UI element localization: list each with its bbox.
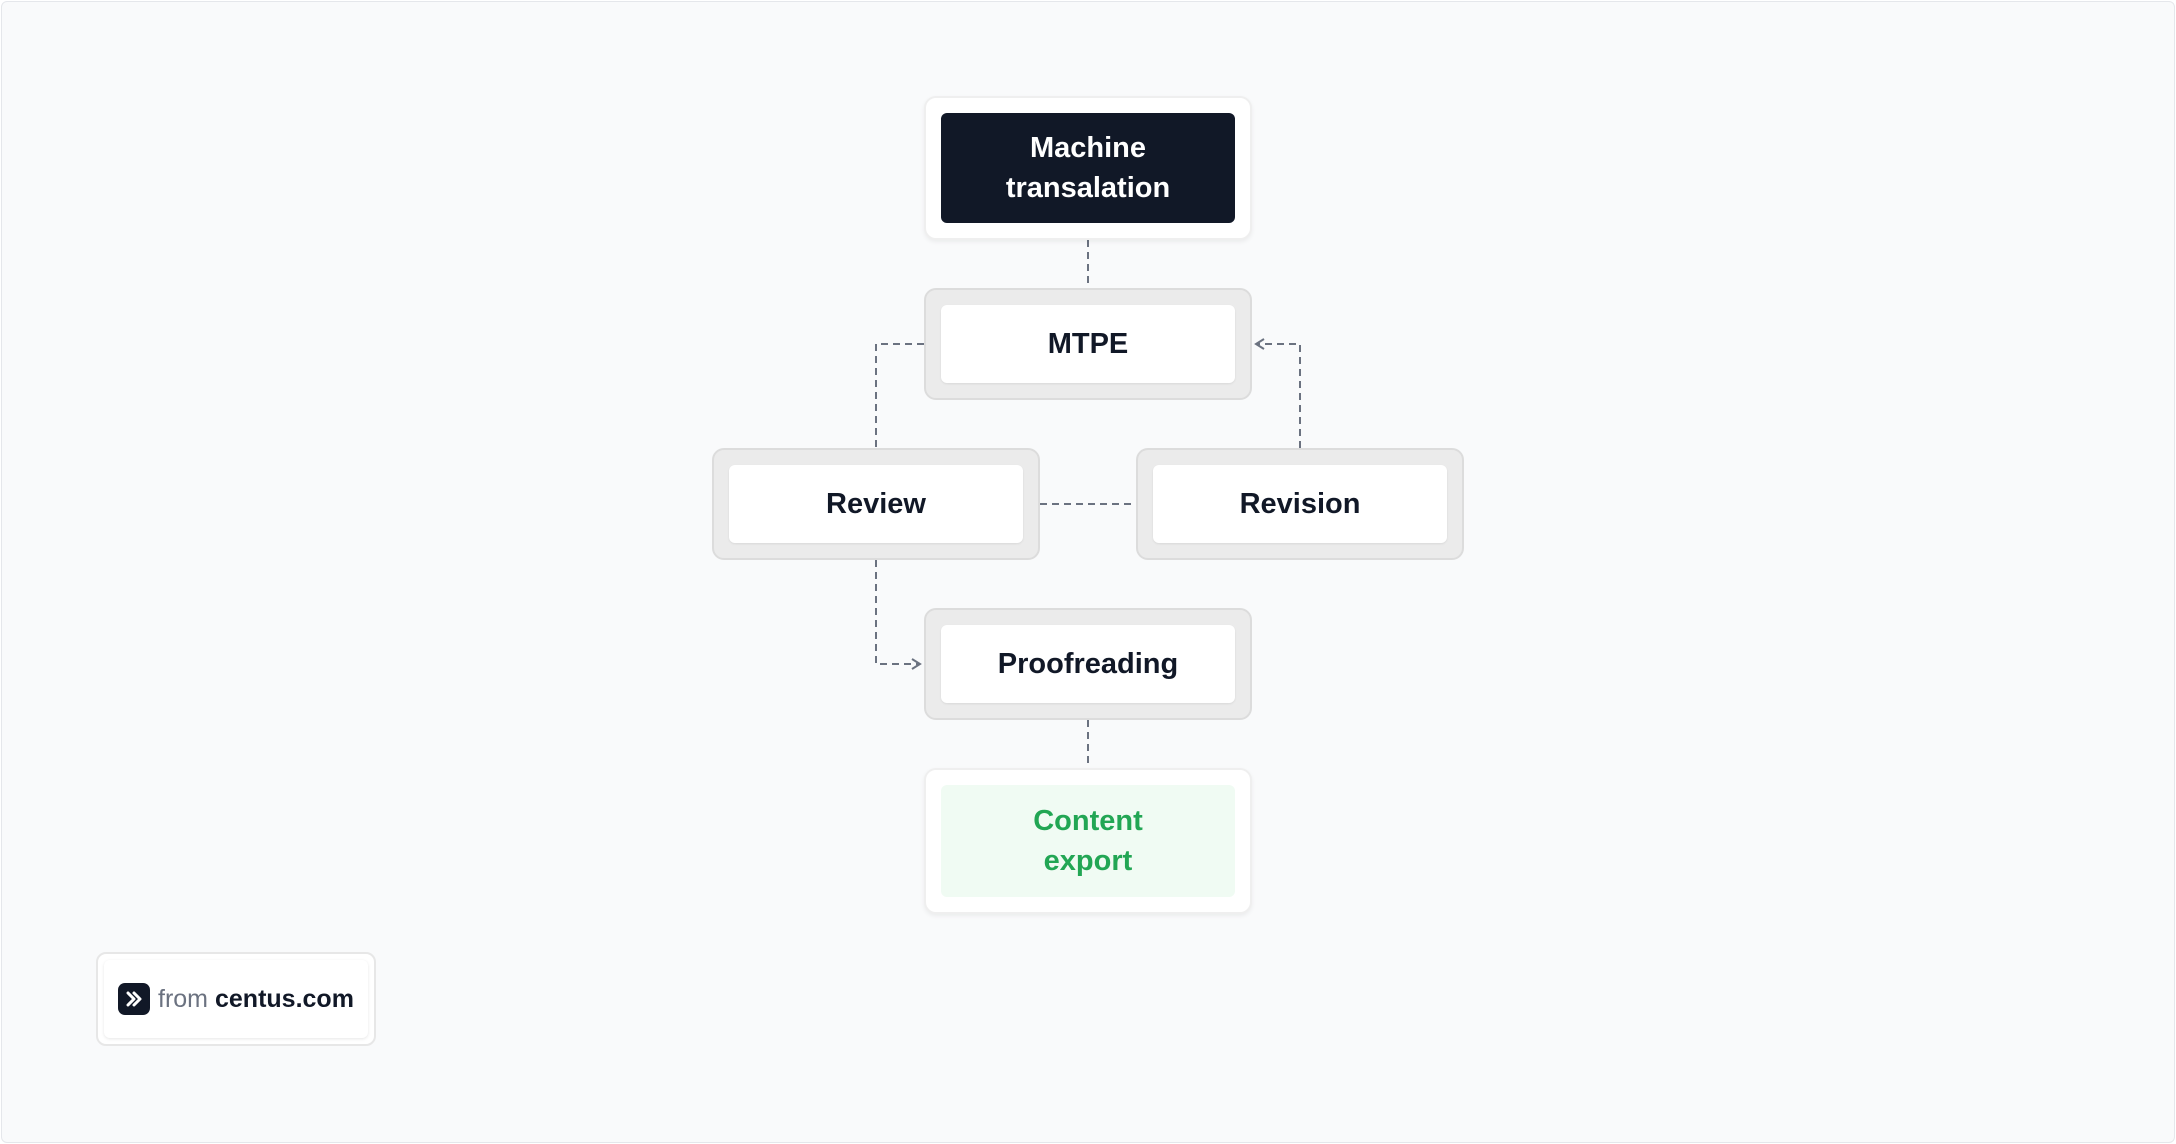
connector-mtpe-to-review xyxy=(875,343,924,448)
node-proofreading: Proofreading xyxy=(924,608,1252,720)
connector-revision-to-mtpe xyxy=(1254,338,1301,448)
node-proofreading-label: Proofreading xyxy=(941,625,1235,703)
node-mtpe: MTPE xyxy=(924,288,1252,400)
node-review-label: Review xyxy=(729,465,1023,543)
node-content-export-label: Content export xyxy=(941,785,1235,897)
connector-review-to-proofreading xyxy=(875,560,922,670)
node-revision-label: Revision xyxy=(1153,465,1447,543)
source-badge-content[interactable]: from centus.com xyxy=(104,960,368,1038)
node-review: Review xyxy=(712,448,1040,560)
node-content-export: Content export xyxy=(924,768,1252,914)
node-machine-translation: Machine transalation xyxy=(924,96,1252,240)
node-mtpe-label: MTPE xyxy=(941,305,1235,383)
node-revision: Revision xyxy=(1136,448,1464,560)
source-badge[interactable]: from centus.com xyxy=(96,952,376,1046)
source-site-link[interactable]: centus.com xyxy=(215,984,354,1013)
node-machine-translation-label: Machine transalation xyxy=(941,113,1235,223)
source-prefix: from xyxy=(158,984,208,1013)
double-chevron-right-icon xyxy=(118,983,150,1015)
